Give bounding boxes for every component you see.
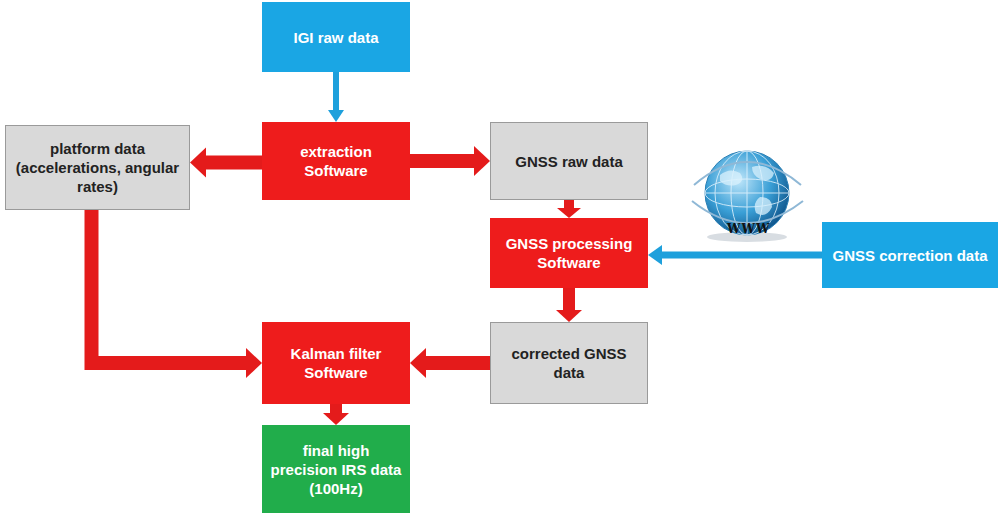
arrow-head bbox=[246, 348, 262, 378]
arrow-shaft bbox=[426, 356, 490, 370]
input-box: IGI raw data bbox=[262, 2, 410, 72]
flow-arrow bbox=[410, 348, 490, 378]
arrow-shaft bbox=[564, 200, 574, 208]
arrow-head bbox=[648, 245, 662, 265]
arrow-head bbox=[410, 348, 426, 378]
input-box: GNSS correction data bbox=[822, 222, 998, 288]
process-box: Kalman filter Software bbox=[262, 322, 410, 404]
box-text: final high precision IRS data (100Hz) bbox=[268, 441, 404, 498]
arrow-shaft bbox=[92, 210, 247, 363]
flow-arrow bbox=[556, 288, 582, 322]
arrow-head bbox=[556, 310, 582, 322]
output-box: final high precision IRS data (100Hz) bbox=[262, 425, 410, 513]
arrow-shaft bbox=[563, 288, 575, 310]
flow-arrow bbox=[92, 210, 263, 378]
arrow-shaft bbox=[410, 154, 474, 168]
flow-arrow bbox=[557, 200, 581, 218]
box-text: platform data (accelerations, angular ra… bbox=[12, 139, 183, 196]
box-text: IGI raw data bbox=[293, 28, 378, 47]
box-text: GNSS correction data bbox=[832, 246, 987, 265]
process-box: extraction Software bbox=[262, 122, 410, 200]
box-text: corrected GNSS data bbox=[497, 344, 641, 382]
arrow-shaft bbox=[333, 72, 339, 110]
arrow-shaft bbox=[662, 252, 822, 259]
data-box: platform data (accelerations, angular ra… bbox=[5, 125, 190, 210]
box-text: GNSS raw data bbox=[515, 152, 623, 171]
arrow-shaft bbox=[206, 156, 262, 170]
arrow-shaft bbox=[330, 404, 342, 413]
box-text: GNSS processing Software bbox=[496, 234, 642, 272]
arrow-head bbox=[328, 110, 344, 122]
arrow-head bbox=[474, 146, 490, 176]
arrow-head bbox=[323, 413, 349, 425]
data-box: corrected GNSS data bbox=[490, 322, 648, 404]
box-text: Kalman filter Software bbox=[268, 344, 404, 382]
arrow-head bbox=[557, 208, 581, 218]
flow-arrow bbox=[648, 245, 822, 265]
data-box: GNSS raw data bbox=[490, 122, 648, 200]
flow-arrow bbox=[410, 146, 490, 176]
box-text: extraction Software bbox=[268, 142, 404, 180]
flow-arrow bbox=[328, 72, 344, 122]
flow-arrow bbox=[190, 148, 262, 178]
globe-label: WWW bbox=[727, 222, 770, 236]
flow-arrow bbox=[323, 404, 349, 425]
arrow-head bbox=[190, 148, 206, 178]
process-box: GNSS processing Software bbox=[490, 218, 648, 288]
